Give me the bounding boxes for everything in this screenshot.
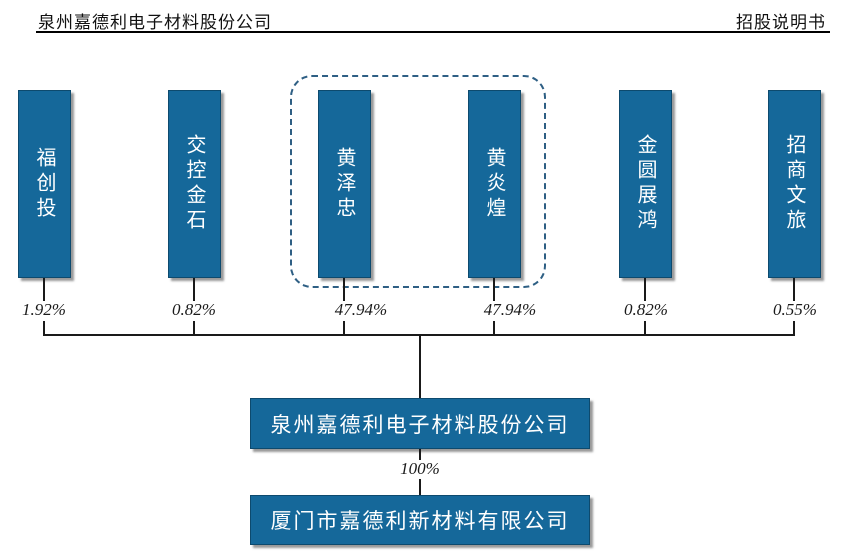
stake-label: 0.55% xyxy=(773,300,817,319)
connector-tick xyxy=(419,449,421,460)
header-company-name: 泉州嘉德利电子材料股份公司 xyxy=(38,13,272,32)
shareholder-name: 黄炎煌 xyxy=(483,146,505,222)
shareholder-name: 交控金石 xyxy=(183,134,205,234)
connector-tick xyxy=(343,321,345,335)
shareholder-name: 金圆展鸿 xyxy=(634,134,656,234)
shareholder-box-huangzezhong: 黄泽忠 xyxy=(318,90,371,278)
connector-tick xyxy=(644,321,646,335)
connector-tick xyxy=(793,278,795,301)
shareholder-box-jiaokongjinshi: 交控金石 xyxy=(168,90,221,278)
connector-tick xyxy=(193,278,195,301)
shareholder-name: 福创投 xyxy=(33,146,55,222)
subsidiary-stake-label: 100% xyxy=(400,459,440,478)
shareholder-box-huangyanhuang: 黄炎煌 xyxy=(468,90,521,278)
stake-label: 0.82% xyxy=(624,300,668,319)
header-rule xyxy=(36,31,830,33)
shareholder-box-fuchuangtou: 福创投 xyxy=(18,90,71,278)
stake-label: 47.94% xyxy=(483,300,537,319)
connector-tick xyxy=(493,321,495,335)
stake-label: 1.92% xyxy=(22,300,66,319)
connector-tick xyxy=(43,321,45,335)
header-doc-type: 招股说明书 xyxy=(736,13,826,32)
shareholder-name: 黄泽忠 xyxy=(333,146,355,222)
drop-line xyxy=(419,335,421,398)
connector-tick xyxy=(43,278,45,301)
company-box: 泉州嘉德利电子材料股份公司 xyxy=(250,398,590,449)
connector-tick xyxy=(644,278,646,301)
connector-tick xyxy=(493,278,495,301)
actual-controller-group-outline xyxy=(290,75,546,288)
connector-tick xyxy=(193,321,195,335)
subsidiary-box: 厦门市嘉德利新材料有限公司 xyxy=(250,495,590,545)
shareholder-box-jinyuanzhanhong: 金圆展鸿 xyxy=(619,90,672,278)
shareholder-name: 招商文旅 xyxy=(783,134,805,234)
company-name: 泉州嘉德利电子材料股份公司 xyxy=(270,412,570,437)
connector-tick xyxy=(793,321,795,335)
stake-label: 0.82% xyxy=(172,300,216,319)
stake-label: 47.94% xyxy=(334,300,388,319)
connector-tick xyxy=(419,479,421,495)
connector-tick xyxy=(343,278,345,301)
subsidiary-name: 厦门市嘉德利新材料有限公司 xyxy=(270,509,570,533)
shareholder-box-zhaoshangwenlv: 招商文旅 xyxy=(768,90,821,278)
